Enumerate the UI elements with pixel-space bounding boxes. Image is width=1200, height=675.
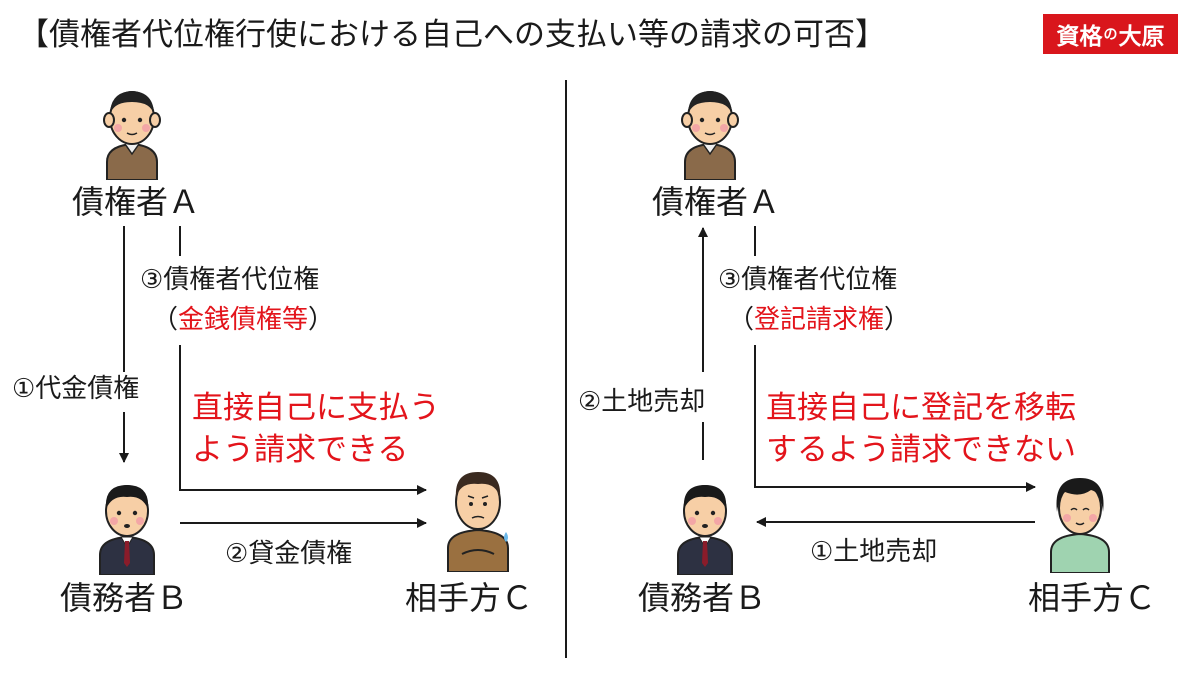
debtor-illustration-right	[677, 485, 733, 575]
right-sale2-label: ②土地売却	[578, 387, 706, 417]
left-debtor-label: 債務者Ｂ	[60, 579, 189, 617]
right-note-open: （	[728, 305, 755, 335]
brand-logo: 資格の大原	[1043, 14, 1178, 54]
right-arrow-subrogation	[754, 345, 1036, 492]
left-arrow-subrogation	[179, 345, 427, 495]
right-result-line2: するよう請求できない	[766, 431, 1076, 468]
right-note-text: 登記請求権	[754, 305, 885, 335]
right-result-line1: 直接自己に登記を移転	[766, 390, 1076, 426]
brand-main: 資格	[1056, 24, 1103, 50]
left-creditor-label: 債権者Ａ	[72, 183, 201, 221]
creditor-illustration-left	[103, 91, 161, 180]
brand-rest: 大原	[1118, 24, 1165, 50]
left-note-close: ）	[308, 305, 335, 335]
left-result-line2: よう請求できる	[192, 431, 409, 468]
counterparty-illustration-right	[1050, 478, 1110, 573]
right-note-close: ）	[884, 305, 911, 335]
creditor-illustration-right	[681, 91, 739, 180]
right-result: 直接自己に登記を移転 するよう請求できない	[766, 388, 1076, 472]
right-subrogation-label: ③債権者代位権	[718, 265, 898, 295]
left-result-line1: 直接自己に支払う	[192, 390, 440, 426]
page-title: 【債権者代位権行使における自己への支払い等の請求の可否】	[18, 17, 886, 53]
right-counterparty-label: 相手方Ｃ	[1028, 579, 1157, 617]
left-note-open: （	[152, 305, 179, 335]
left-counterparty-label: 相手方Ｃ	[405, 579, 534, 617]
left-subrogation-label: ③債権者代位権	[140, 265, 320, 295]
left-result: 直接自己に支払う よう請求できる	[192, 388, 440, 472]
brand-no: の	[1103, 27, 1118, 43]
counterparty-illustration-left	[447, 472, 509, 572]
right-subrogation-note: （登記請求権）	[728, 307, 910, 333]
left-subrogation-note: （金銭債権等）	[152, 307, 334, 333]
right-sale1-label: ①土地売却	[810, 537, 938, 567]
right-debtor-label: 債務者Ｂ	[638, 579, 767, 617]
left-claim1-label: ①代金債権	[12, 374, 140, 404]
right-creditor-label: 債権者Ａ	[652, 183, 781, 221]
left-claim2-label: ②貸金債権	[225, 539, 353, 569]
left-note-text: 金銭債権等	[178, 305, 309, 335]
debtor-illustration-left	[99, 485, 155, 575]
